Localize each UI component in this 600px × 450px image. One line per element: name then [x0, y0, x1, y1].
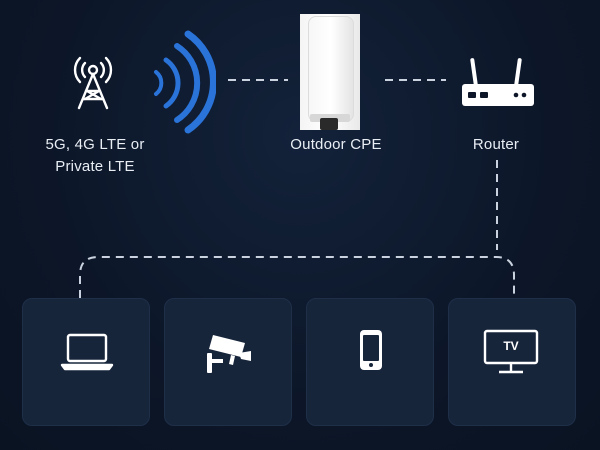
- wireless-signal-icon: [146, 30, 217, 134]
- router-label: Router: [472, 136, 520, 153]
- router-icon: [458, 56, 538, 112]
- laptop-icon: [60, 331, 114, 375]
- antenna-tower-icon: [66, 48, 120, 112]
- link-bus: [79, 256, 515, 298]
- tower-label-line2: Private LTE: [55, 158, 135, 175]
- outdoor-cpe-device: [300, 14, 360, 130]
- cpe-label: Outdoor CPE: [290, 136, 382, 153]
- tv-icon: TV: [483, 329, 539, 375]
- tower-label-line1: 5G, 4G LTE or: [45, 136, 145, 153]
- cpe-housing: [308, 16, 354, 122]
- cpe-connector: [320, 118, 338, 130]
- device-card-phone: [306, 298, 434, 426]
- smartphone-icon: [358, 329, 384, 371]
- device-card-tv: TV: [448, 298, 576, 426]
- device-card-laptop: [22, 298, 150, 426]
- device-card-camera: [164, 298, 292, 426]
- tv-icon-text: TV: [503, 339, 519, 353]
- tower-label: 5G, 4G LTE or Private LTE: [20, 134, 170, 178]
- security-camera-icon: [205, 329, 255, 377]
